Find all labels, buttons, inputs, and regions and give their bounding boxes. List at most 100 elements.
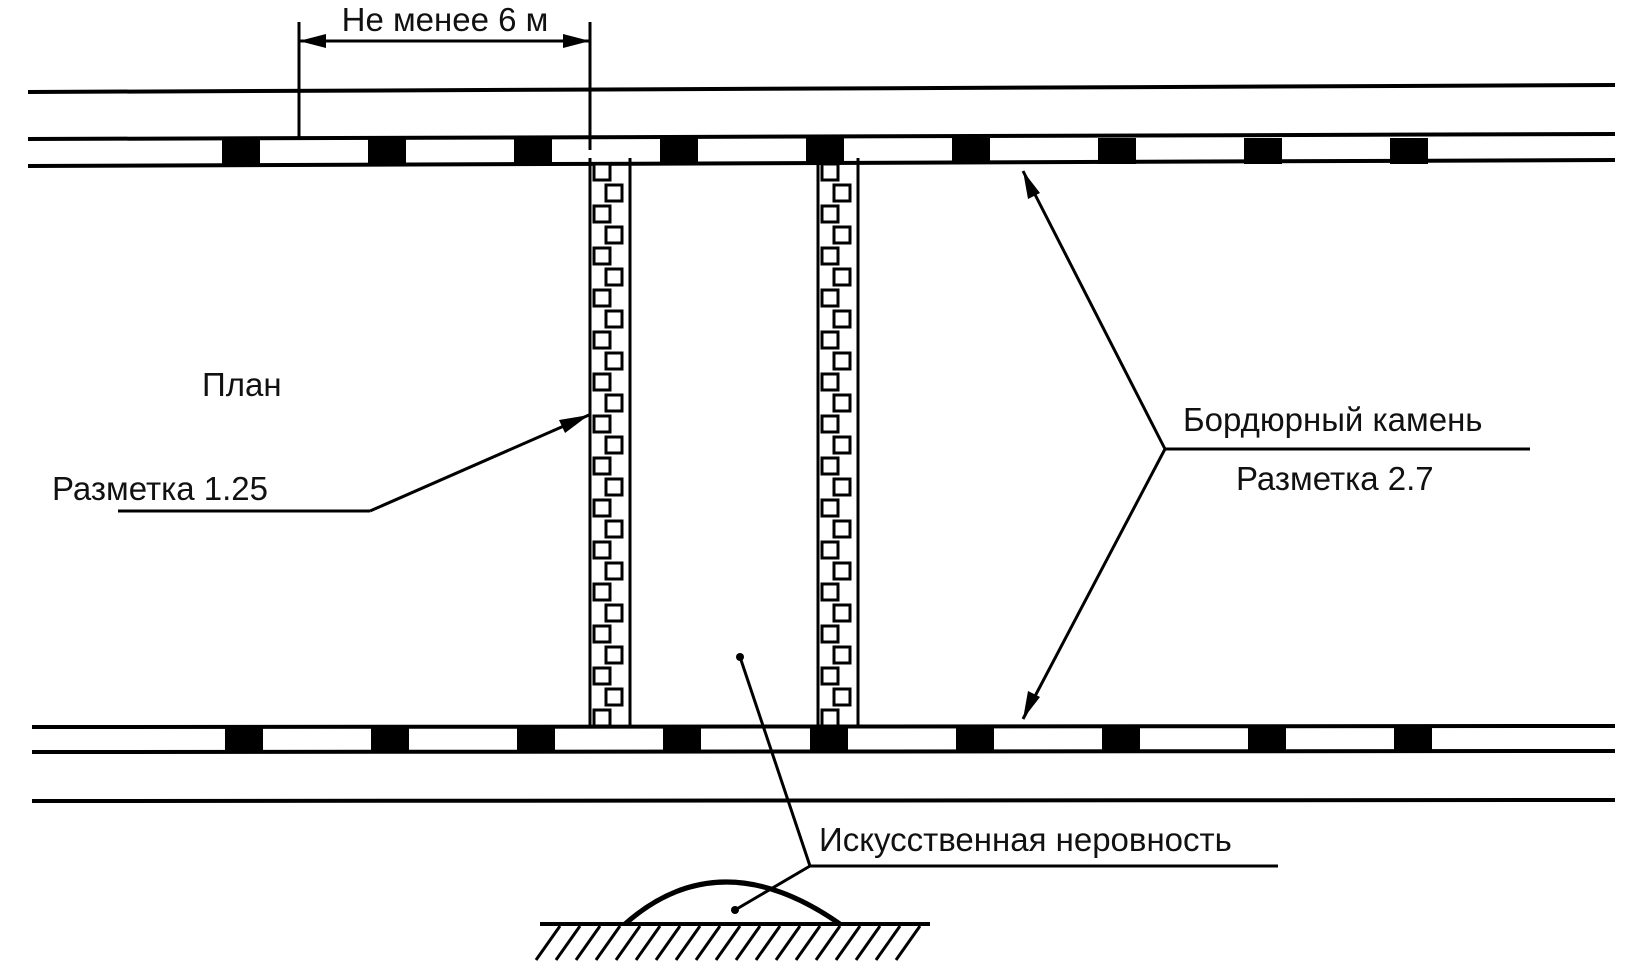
ladder-cell — [592, 498, 612, 518]
hatch-line — [534, 925, 562, 961]
hatch-line — [794, 925, 822, 961]
ladder-cell — [592, 666, 612, 686]
road-top-outer-edge — [27, 83, 1616, 94]
top-curb-blocks — [222, 138, 1428, 164]
hatch-line — [734, 925, 762, 961]
curb-block — [517, 725, 555, 751]
curb-block — [368, 138, 406, 164]
marking-1-25-right-strip — [816, 158, 860, 728]
marking-2-7-label: Разметка 2.7 — [1236, 460, 1434, 497]
ladder-cell — [604, 687, 624, 707]
marking-1-25-left-strip — [588, 158, 632, 728]
speed-bump-profile — [534, 879, 930, 961]
ladder-cell — [592, 414, 612, 434]
ladder-cell — [832, 267, 852, 287]
ladder-cell — [592, 456, 612, 476]
ladder-cell — [832, 393, 852, 413]
curb-block — [952, 138, 990, 164]
top-curb-strip — [27, 132, 1616, 168]
ladder-cell — [820, 204, 840, 224]
ladder-cell — [820, 666, 840, 686]
hatch-line — [894, 925, 922, 961]
hatch-line — [694, 925, 722, 961]
dimension-line — [297, 22, 592, 150]
ladder-cell — [832, 435, 852, 455]
ladder-cell — [832, 519, 852, 539]
ladder-cell — [604, 645, 624, 665]
curb-block — [663, 725, 701, 751]
marking-1-25-label: Разметка 1.25 — [52, 470, 268, 507]
ladder-cell — [820, 246, 840, 266]
curb-block — [1394, 725, 1432, 751]
ladder-cell — [832, 183, 852, 203]
hatch-line — [834, 925, 862, 961]
ladder-cell — [592, 162, 612, 182]
hatch-line — [854, 925, 882, 961]
ladder-cell — [832, 603, 852, 623]
ladder-cell — [820, 288, 840, 308]
ladder-cell — [604, 183, 624, 203]
ladder-cell — [820, 414, 840, 434]
ladder-cell — [820, 540, 840, 560]
ladder-cell — [592, 372, 612, 392]
speed-bump-leader — [731, 653, 1278, 914]
ladder-cell — [832, 561, 852, 581]
ladder-cell — [832, 477, 852, 497]
curb-label: Бордюрный камень — [1183, 401, 1482, 438]
ladder-cell — [832, 687, 852, 707]
ladder-cell — [820, 708, 840, 728]
ladder-cell — [604, 393, 624, 413]
ladder-cell — [592, 330, 612, 350]
plan-label: План — [202, 366, 282, 403]
curb-block — [371, 725, 409, 751]
speed-bump-label: Искусственная неровность — [819, 821, 1232, 858]
curb-block — [1102, 725, 1140, 751]
ladder-cell — [592, 540, 612, 560]
curb-block — [222, 138, 260, 164]
ladder-cell — [604, 561, 624, 581]
curb-block — [1390, 138, 1428, 164]
hatch-line — [574, 925, 602, 961]
ladder-cell — [832, 309, 852, 329]
bottom-curb-blocks — [225, 725, 1432, 751]
ground-hatching — [534, 925, 922, 961]
ladder-cell — [832, 225, 852, 245]
hatch-line — [754, 925, 782, 961]
hatch-line — [594, 925, 622, 961]
ladder-cell — [592, 246, 612, 266]
curb-block — [806, 138, 844, 164]
hatch-line — [554, 925, 582, 961]
ladder-cell — [604, 309, 624, 329]
curb-block — [1098, 138, 1136, 164]
ladder-cell — [820, 582, 840, 602]
ladder-cell — [832, 351, 852, 371]
ladder-cell — [604, 435, 624, 455]
curb-block — [1248, 725, 1286, 751]
curb-block — [1244, 138, 1282, 164]
hatch-line — [614, 925, 642, 961]
distance-label: Не менее 6 м — [342, 1, 549, 38]
ladder-cell — [604, 225, 624, 245]
hatch-line — [674, 925, 702, 961]
ladder-cell — [604, 351, 624, 371]
road-bottom-outer-edge — [31, 798, 1616, 803]
ladder-cell — [604, 477, 624, 497]
ladder-cell — [820, 162, 840, 182]
ladder-cell — [820, 624, 840, 644]
curb-block — [810, 725, 848, 751]
curb-block — [514, 138, 552, 164]
marking-1-25-leader — [118, 413, 590, 513]
ladder-cell — [820, 498, 840, 518]
hatch-line — [874, 925, 902, 961]
hatch-line — [814, 925, 842, 961]
ladder-cell — [592, 204, 612, 224]
curb-leader — [1021, 170, 1530, 720]
hatch-line — [774, 925, 802, 961]
ladder-cell — [604, 519, 624, 539]
ladder-cell — [592, 708, 612, 728]
curb-block — [956, 725, 994, 751]
ladder-cell — [592, 582, 612, 602]
hatch-line — [634, 925, 662, 961]
curb-block — [225, 725, 263, 751]
